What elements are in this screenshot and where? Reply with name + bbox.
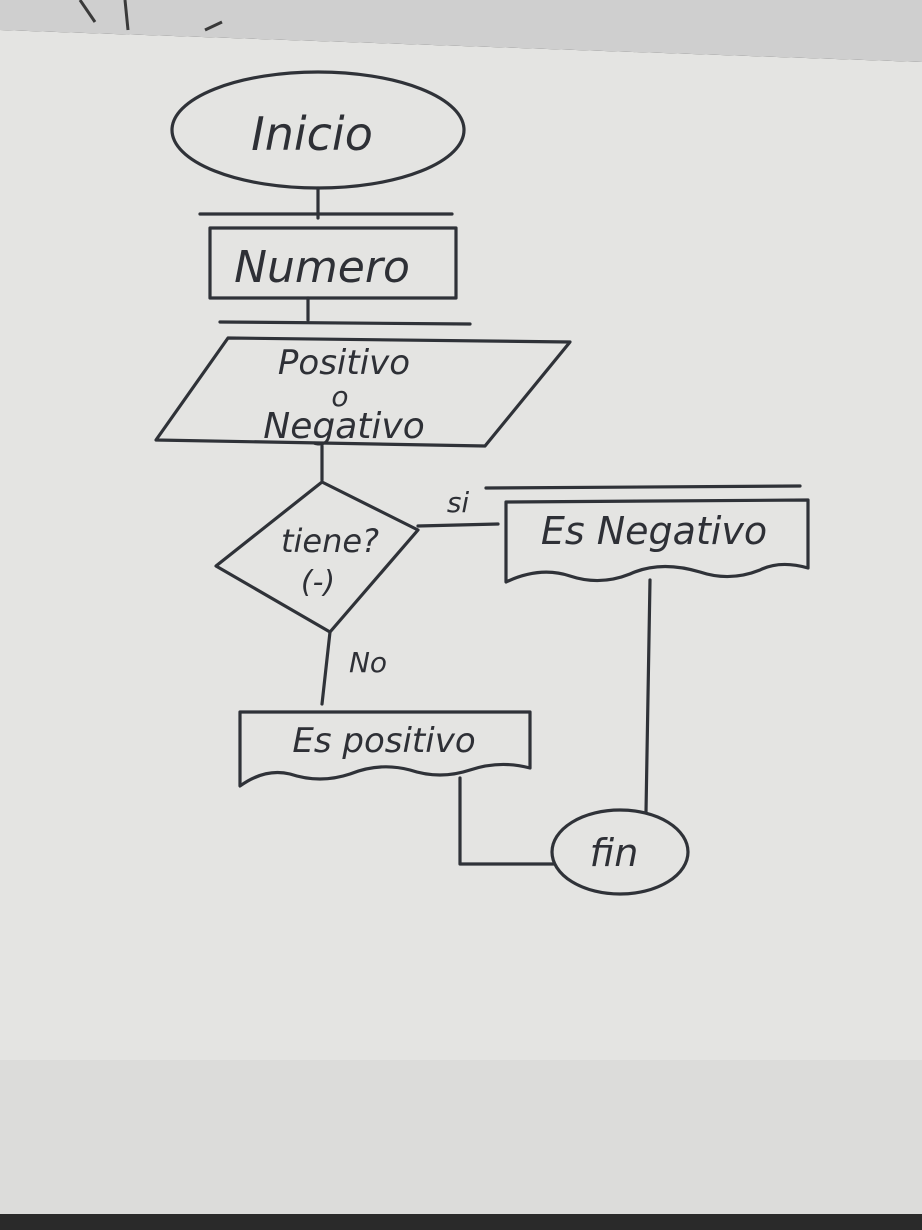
input-node: Numero xyxy=(198,212,458,300)
edge-decision-yes xyxy=(416,522,500,528)
output-positive-label: Es positivo xyxy=(292,721,475,761)
end-node: fin xyxy=(550,808,690,896)
decision-label-line2: (-) xyxy=(301,565,335,600)
process-parallelogram xyxy=(154,336,572,448)
process-label-line1: Positivo xyxy=(278,343,410,383)
no-label: No xyxy=(349,646,387,679)
paper-shadow xyxy=(0,1060,922,1230)
start-label: Inicio xyxy=(251,107,373,161)
process-label-line3: Negativo xyxy=(263,406,424,447)
paper-crease xyxy=(78,0,97,23)
edge-negative-end xyxy=(644,578,652,814)
process-top-sketch xyxy=(218,320,472,326)
paper-crease xyxy=(204,20,223,32)
decision-label-line1: tiene? xyxy=(281,522,379,560)
paper-crease xyxy=(123,0,130,31)
output-negative-label: Es Negativo xyxy=(541,509,767,553)
paper-top-strip xyxy=(0,0,922,62)
end-ellipse xyxy=(550,808,690,896)
input-rect xyxy=(208,226,458,300)
process-node: Positivo o Negativo xyxy=(154,336,572,448)
input-label: Numero xyxy=(234,242,410,293)
output-negative-node: Es Negativo xyxy=(484,484,810,584)
decision-node: tiene? (-) xyxy=(214,480,420,634)
desk-bottom xyxy=(0,1214,922,1230)
paper-sheet xyxy=(0,30,922,1230)
edge-positive-end xyxy=(458,776,556,866)
yes-label: si xyxy=(447,486,470,519)
output-positive-node: Es positivo xyxy=(238,710,532,788)
output-negative-top-line xyxy=(484,484,802,490)
end-label: fin xyxy=(590,831,639,875)
process-label-line2: o xyxy=(331,380,348,413)
edge-decision-no xyxy=(320,630,332,706)
output-negative-shape xyxy=(504,498,810,584)
output-positive-shape xyxy=(238,710,532,788)
